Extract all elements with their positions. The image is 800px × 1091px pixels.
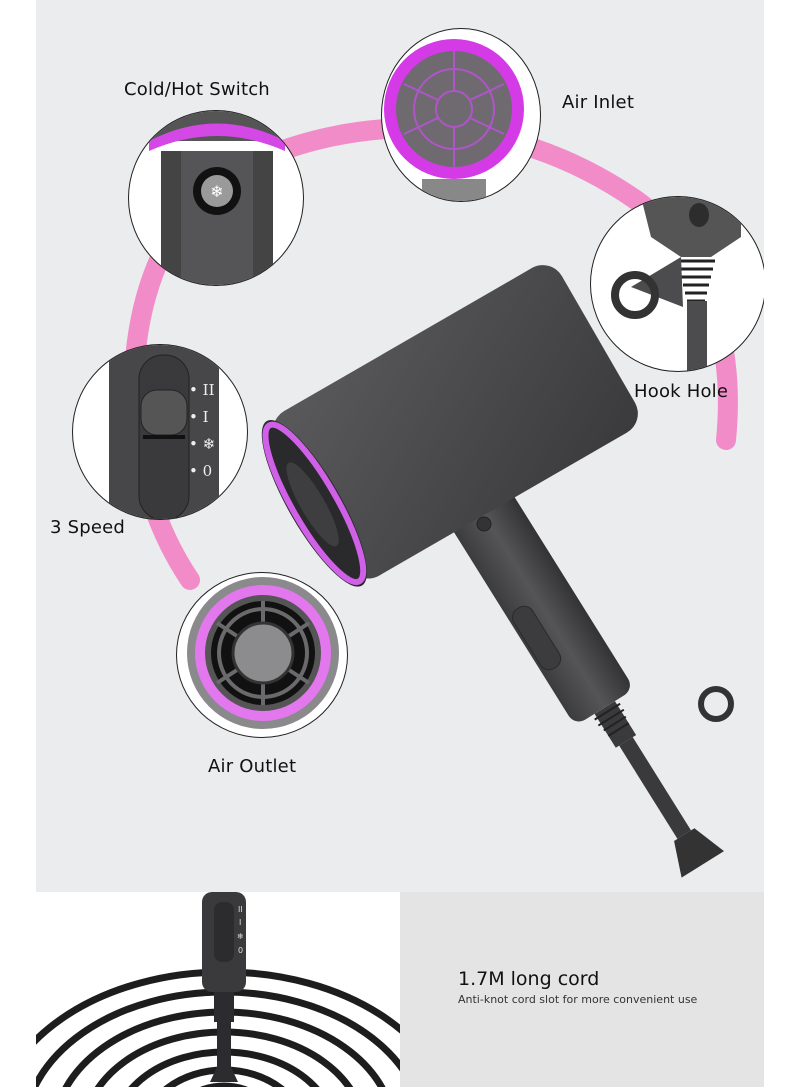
speed-switch-callout: • II • I • ❄ • 0 [72,344,248,520]
feature-diagram-panel: Cold/Hot Switch ❄ Air Inlet [36,0,764,892]
speed-setting-cold: • ❄ [189,435,216,453]
hook-hole-callout [590,196,764,372]
snowflake-icon: ❄ [210,182,223,201]
air-inlet-label: Air Inlet [562,92,635,113]
cord-subtitle: Anti-knot cord slot for more convenient … [458,993,698,1006]
speed-label: 3 Speed [50,517,125,538]
cold-hot-switch-callout: ❄ [128,110,304,286]
svg-text:I: I [239,918,241,927]
speed-settings: • II • I • ❄ • 0 [189,377,215,485]
air-outlet-label: Air Outlet [208,756,297,777]
air-outlet-callout [176,572,348,738]
svg-text:II: II [238,905,243,914]
svg-text:0: 0 [238,946,243,955]
speed-setting-low: • I [189,408,209,426]
air-inlet-callout [381,28,541,202]
speed-setting-off: • 0 [189,462,213,480]
svg-text:❄: ❄ [237,932,244,941]
speed-setting-high: • II [189,381,215,399]
hook-hole-label: Hook Hole [634,381,729,402]
hair-dryer-illustration [261,265,734,878]
cord-info-panel: 1.7M long cord Anti-knot cord slot for m… [400,892,764,1087]
cold-hot-switch-label: Cold/Hot Switch [124,79,270,100]
cord-title: 1.7M long cord [458,968,600,990]
coiled-cord-illustration: III❄0 [36,892,400,1087]
